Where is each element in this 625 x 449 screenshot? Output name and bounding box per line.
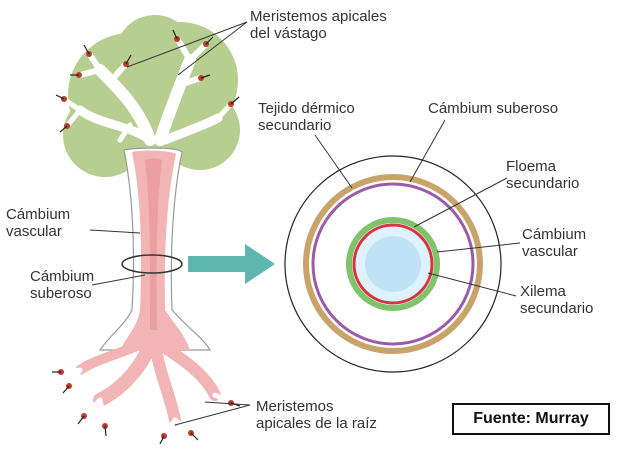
source-credit: Fuente: Murray (452, 403, 610, 435)
tree-trunk (100, 148, 210, 350)
section-arrow (188, 244, 275, 284)
root-system (62, 345, 230, 435)
stem-cross-section (285, 156, 501, 372)
label-cork-cambium-right: Cámbium suberoso (428, 100, 558, 117)
